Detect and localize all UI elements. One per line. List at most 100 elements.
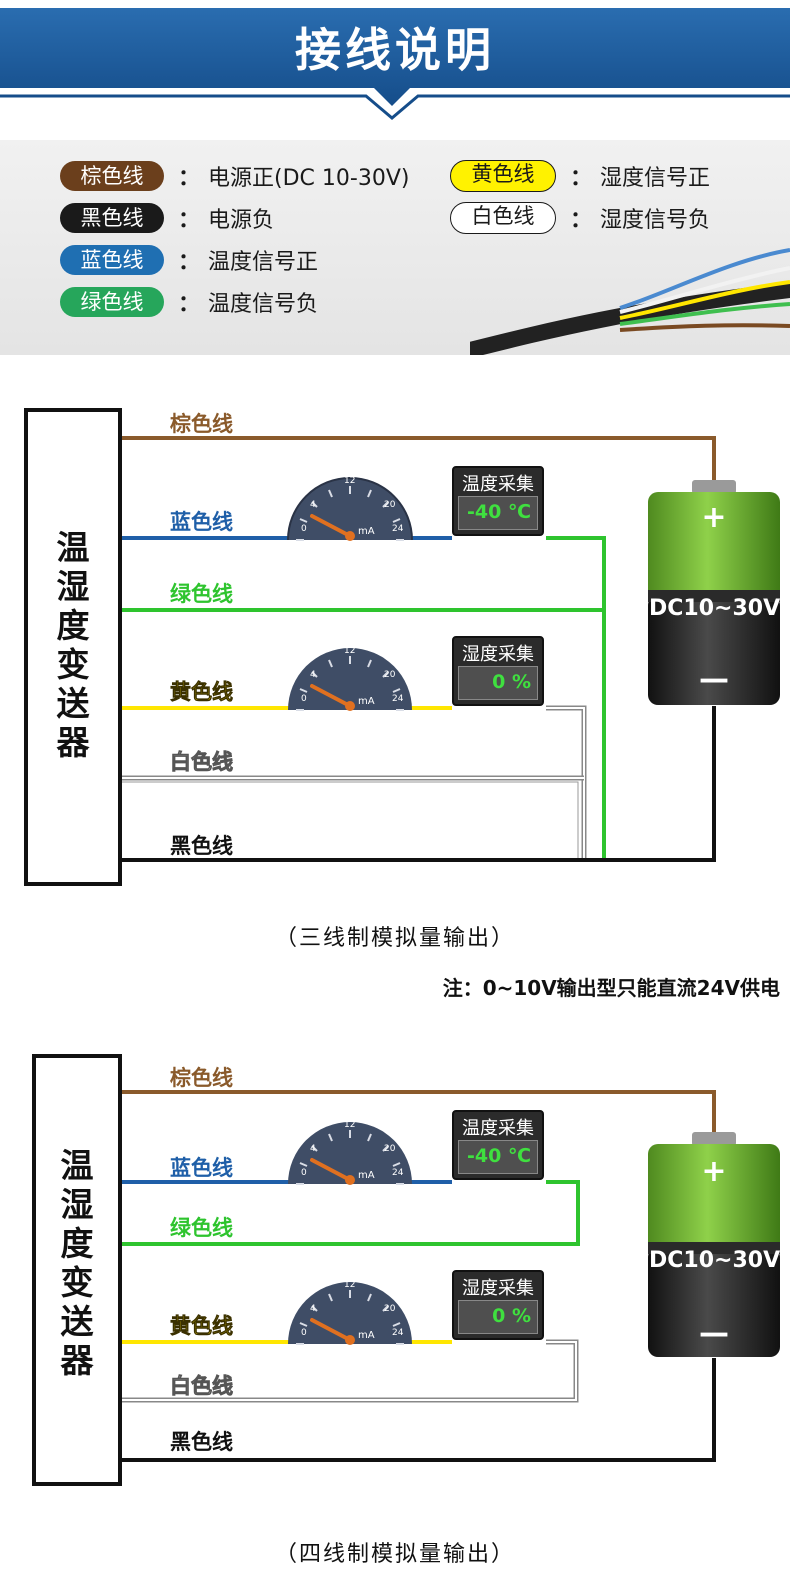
gauge-tick: 24 xyxy=(392,524,404,534)
legend-row-white: 白色线 ： 湿度信号负 xyxy=(450,202,710,234)
blue-wire-pill: 蓝色线 xyxy=(60,245,164,275)
battery-voltage: DC10~30V xyxy=(649,1248,781,1273)
temperature-gauge xyxy=(288,1122,412,1185)
white-wire-mid xyxy=(122,781,579,860)
four-wire-caption: （四线制模拟量输出） xyxy=(274,1542,515,1567)
display-title: 湿度采集 xyxy=(462,1278,534,1299)
green-wire-pill: 绿色线 xyxy=(60,287,164,317)
black-wire xyxy=(122,1358,716,1462)
temperature-display: 温度采集 -40 ℃ xyxy=(452,466,544,536)
display-title: 温度采集 xyxy=(462,474,534,495)
display-value: 0 % xyxy=(492,1305,531,1327)
three-wire-wiring xyxy=(122,436,780,862)
display-value: 0 % xyxy=(492,671,531,693)
humidity-display: 湿度采集 0 % xyxy=(452,636,544,706)
legend-colon: ： xyxy=(570,166,593,191)
gauge-tick: 4 xyxy=(310,500,316,510)
gauge-tick: 12 xyxy=(344,646,356,656)
blue-wire-desc: 温度信号正 xyxy=(208,250,319,275)
yellow-wire-desc: 湿度信号正 xyxy=(600,166,711,191)
transmitter-char: 送 xyxy=(60,1302,94,1341)
gauge-unit: mA xyxy=(358,1170,375,1181)
humidity-display: 湿度采集 0 % xyxy=(452,1270,544,1340)
brown-wire-desc: 电源正(DC 10-30V) xyxy=(208,166,410,191)
display-value: -40 ℃ xyxy=(467,501,531,523)
black-wire-label: 黑色线 xyxy=(170,834,233,858)
four-wire-diagram: 温 湿 度 变 送 器 棕色线 蓝色线 绿色线 黄色线 白色线 黑色线 0 4 … xyxy=(0,1050,790,1500)
temperature-display: 温度采集 -40 ℃ xyxy=(452,1110,544,1180)
transmitter-char: 度 xyxy=(56,606,90,645)
gauge-tick: 20 xyxy=(384,1144,396,1154)
battery-voltage: DC10~30V xyxy=(649,596,781,621)
black-wire-pill: 黑色线 xyxy=(60,203,164,233)
transmitter-char: 温 xyxy=(56,528,90,567)
wire-legend: 棕色线 ： 电源正(DC 10-30V) 黑色线 ： 电源负 蓝色线 ： 温度信… xyxy=(0,140,790,355)
brown-wire-label: 棕色线 xyxy=(170,1066,233,1090)
green-wire-desc: 温度信号负 xyxy=(208,292,319,317)
gauge-tick: 20 xyxy=(384,670,396,680)
transmitter-char: 变 xyxy=(60,1263,94,1302)
temperature-gauge xyxy=(287,477,413,541)
three-wire-caption: （三线制模拟量输出） xyxy=(274,926,515,951)
legend-colon: ： xyxy=(570,208,593,233)
display-screen: 0 % xyxy=(458,1300,538,1334)
gauge-tick: 4 xyxy=(310,1144,316,1154)
cable-illustration xyxy=(470,248,790,355)
battery xyxy=(648,1132,780,1357)
white-wire-pill: 白色线 xyxy=(450,202,556,234)
gauge-unit: mA xyxy=(358,696,375,707)
battery-minus: — xyxy=(699,1316,729,1351)
green-wire-label: 绿色线 xyxy=(170,1216,233,1240)
gauge-tick: 24 xyxy=(392,694,404,704)
transmitter-char: 变 xyxy=(56,645,90,684)
battery-plus: + xyxy=(701,500,727,535)
display-screen: -40 ℃ xyxy=(458,1140,538,1174)
gauge-tick: 0 xyxy=(301,694,307,704)
power-note: 注：0~10V输出型只能直流24V供电 xyxy=(442,976,780,1000)
three-wire-diagram: 温 湿 度 变 送 器 棕色线 蓝色线 绿色线 黄色线 白色线 黑色线 0 4 … xyxy=(0,400,790,900)
legend-colon: ： xyxy=(178,250,201,275)
brown-wire-label: 棕色线 xyxy=(170,412,233,436)
green-wire xyxy=(122,1180,580,1246)
legend-colon: ： xyxy=(178,208,201,233)
gauge-tick: 24 xyxy=(392,1168,404,1178)
legend-row-yellow: 黄色线 ： 湿度信号正 xyxy=(450,160,710,192)
transmitter-name: 温 湿 度 变 送 器 xyxy=(53,528,93,762)
battery-minus: — xyxy=(699,662,729,697)
header-banner: 接线说明 xyxy=(0,0,790,125)
display-value: -40 ℃ xyxy=(467,1145,531,1167)
transmitter-char: 送 xyxy=(56,684,90,723)
display-screen: -40 ℃ xyxy=(458,496,538,530)
battery xyxy=(648,480,780,705)
transmitter-char: 器 xyxy=(60,1341,94,1380)
gauge-tick: 0 xyxy=(301,1328,307,1338)
gauge-unit: mA xyxy=(358,1330,375,1341)
gauge-tick: 24 xyxy=(392,1328,404,1338)
yellow-wire-pill: 黄色线 xyxy=(450,160,556,192)
white-wire-inner xyxy=(122,1341,577,1401)
legend-row-green: 绿色线 ： 温度信号负 xyxy=(60,286,318,318)
legend-row-brown: 棕色线 ： 电源正(DC 10-30V) xyxy=(60,160,409,192)
transmitter-char: 度 xyxy=(60,1224,94,1263)
transmitter-box xyxy=(24,408,122,886)
gauge-tick: 20 xyxy=(384,1304,396,1314)
legend-colon: ： xyxy=(178,166,201,191)
gauge-tick: 20 xyxy=(384,500,396,510)
gauge-tick: 12 xyxy=(344,1280,356,1290)
gauge-unit: mA xyxy=(358,526,375,537)
blue-wire-label: 蓝色线 xyxy=(170,1156,233,1180)
transmitter-char: 温 xyxy=(60,1146,94,1185)
gauge-tick: 12 xyxy=(344,1120,356,1130)
legend-row-black: 黑色线 ： 电源负 xyxy=(60,202,274,234)
green-wire-label: 绿色线 xyxy=(170,582,233,606)
yellow-wire-label: 黄色线 xyxy=(170,1314,234,1339)
black-wire-label: 黑色线 xyxy=(170,1430,233,1454)
humidity-gauge xyxy=(288,648,412,711)
display-title: 湿度采集 xyxy=(462,644,534,665)
battery-plus: + xyxy=(701,1154,727,1189)
header-background xyxy=(0,8,790,120)
blue-wire-label: 蓝色线 xyxy=(170,510,233,534)
four-wire-wiring xyxy=(122,1090,780,1462)
display-title: 温度采集 xyxy=(462,1118,534,1139)
legend-colon: ： xyxy=(178,292,201,317)
